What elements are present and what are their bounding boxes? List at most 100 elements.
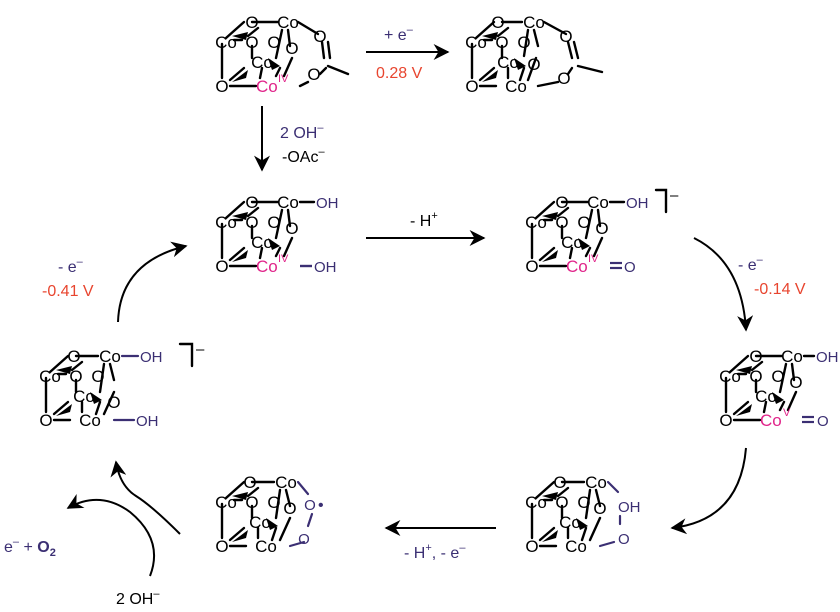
superoxo-o-label: O [304, 497, 316, 514]
co-label: Co [215, 493, 237, 512]
o-label: O [593, 499, 606, 518]
oh-label: OH [316, 195, 339, 212]
co-iv-label: Co [566, 257, 588, 276]
o-label: O [67, 347, 80, 366]
co-label: Co [505, 77, 527, 96]
cubane-co-iv-oxo-anion: O Co OH – Co O O O Co O Co IV O [525, 187, 679, 276]
o-label: O [789, 373, 802, 392]
o-label: O [267, 213, 280, 232]
cubane-acetate-reduced: O Co Co O O O Co O Co O O [465, 13, 604, 96]
o-label: O [527, 55, 540, 74]
anion-charge: – [196, 341, 205, 358]
o-label: O [555, 213, 568, 232]
superoxo-o-label: O [298, 531, 310, 548]
o-label: O [559, 27, 572, 46]
co-label: Co [73, 387, 95, 406]
o-label: O [91, 367, 104, 386]
o-label: O [285, 219, 298, 238]
co-label: Co [719, 367, 741, 386]
acetate-leaving: -OAc– [282, 146, 325, 166]
o-label: O [215, 77, 228, 96]
o-label: O [595, 219, 608, 238]
reduction-potential: 0.28 V [376, 65, 423, 82]
o-label: O [553, 473, 566, 492]
oh-label: OH [140, 349, 163, 366]
o-label: O [245, 493, 258, 512]
o-label: O [555, 193, 568, 212]
co-label: Co [99, 347, 121, 366]
oxidation-reagent-left: - e– [58, 256, 84, 276]
o-label: O [215, 257, 228, 276]
co-label: Co [523, 13, 545, 32]
cubane-dihydroxo-anion: O Co OH – Co O O O Co O Co OH [39, 341, 205, 430]
co-label: Co [559, 513, 581, 532]
reduction-reagent: + e– [384, 24, 414, 44]
deprotonation-label: - H+ [410, 210, 438, 230]
co-label: Co [275, 473, 297, 492]
o-label: O [491, 13, 504, 32]
radical-dot: • [318, 497, 324, 514]
o-label: O [749, 347, 762, 366]
oxidation-state-v: V [783, 407, 791, 419]
o-label: O [749, 367, 762, 386]
co-label: Co [587, 193, 609, 212]
o-label: O [245, 213, 258, 232]
co-label: Co [755, 387, 777, 406]
co-label: Co [215, 33, 237, 52]
co-label: Co [585, 473, 607, 492]
co-label: Co [251, 53, 273, 72]
oxidation-state-iv: IV [278, 253, 289, 265]
o-label: O [495, 33, 508, 52]
oh-label: OH [314, 259, 337, 276]
oh-label: OH [816, 349, 839, 366]
o-label: O [465, 77, 478, 96]
co-label: Co [215, 213, 237, 232]
peroxo-o-label: O [618, 531, 630, 548]
o-label: O [577, 493, 590, 512]
oxidation-state-iv: IV [278, 73, 289, 85]
co-label: Co [277, 193, 299, 212]
co-label: Co [565, 537, 587, 556]
co-label: Co [255, 537, 277, 556]
oxidation-arrow-right [693, 237, 754, 332]
o-label: O [313, 27, 326, 46]
hydroxide-reagent: 2 OH– [280, 122, 324, 142]
co-label: Co [277, 13, 299, 32]
oxidation-arrow-left [117, 241, 188, 323]
co-label: Co [525, 213, 547, 232]
o-label: O [107, 393, 120, 412]
o-label: O [525, 537, 538, 556]
co-iv-label: Co [256, 257, 278, 276]
o-label: O [555, 493, 568, 512]
o-label: O [525, 257, 538, 276]
o-label: O [243, 473, 256, 492]
o-label: O [245, 193, 258, 212]
o2-release-label: e– + O2 [4, 536, 56, 559]
hydroxide-arrow [66, 493, 155, 577]
o-label: O [719, 411, 732, 430]
o-label: O [771, 367, 784, 386]
co-iv-label: Co [256, 77, 278, 96]
co-label: Co [497, 53, 519, 72]
o-label: O [245, 33, 258, 52]
cubane-superoxo-radical: O Co Co O O O Co O Co O O • [215, 473, 323, 556]
oh-label: OH [618, 499, 641, 516]
oh-label: OH [136, 413, 159, 430]
cubane-acetate-co-iv: O Co Co O O O Co O Co IV O O [215, 13, 350, 96]
oxo-label: O [624, 259, 636, 276]
o-label: O [283, 499, 296, 518]
o-label: O [517, 33, 530, 52]
o-label: O [557, 69, 570, 88]
oxidation-state-iv: IV [588, 253, 599, 265]
co-label: Co [39, 367, 61, 386]
oxidation-potential-left: -0.41 V [42, 283, 94, 300]
o-label: O [245, 13, 258, 32]
cubane-hydroperoxo: O Co Co O O O Co O Co OH O [525, 473, 640, 556]
oxidation-reagent-right: - e– [738, 254, 764, 274]
pcet-label: - H+, - e– [404, 542, 466, 562]
o-label: O [267, 493, 280, 512]
oo-formation-arrow [670, 447, 747, 535]
o-label: O [39, 411, 52, 430]
oxo-label: O [817, 413, 829, 430]
